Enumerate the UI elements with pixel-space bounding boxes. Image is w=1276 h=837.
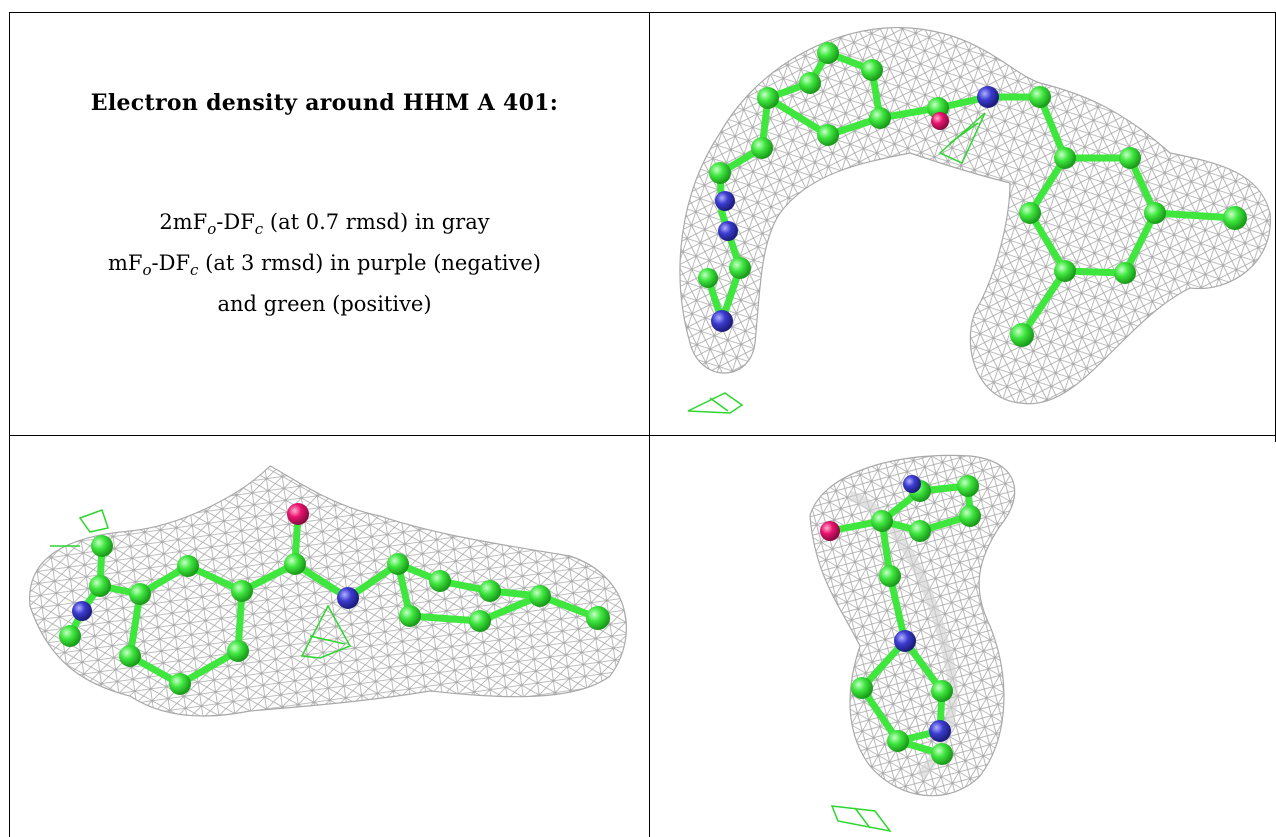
- atoms: [698, 42, 1247, 347]
- legend-purple-desc: (at 3 rmsd) in purple (negative): [198, 251, 541, 276]
- view-top-right: [650, 13, 1275, 435]
- view-bottom-right: [650, 436, 1275, 837]
- positive-density: [50, 509, 352, 659]
- top-border: [9, 12, 1276, 13]
- atoms: [59, 503, 610, 695]
- positive-density: [687, 112, 986, 414]
- view-bottom-left: [10, 436, 649, 837]
- density-mesh: [679, 26, 1271, 405]
- text-panel: Electron density around HHM A 401: 2mFo-…: [0, 0, 649, 435]
- legend-line-2fo: 2mFo-DFc (at 0.7 rmsd) in gray: [0, 205, 649, 246]
- molecule-view-3: [809, 454, 1016, 833]
- legend-line-green: and green (positive): [217, 292, 432, 317]
- positive-density: [830, 805, 892, 833]
- figure-title: Electron density around HHM A 401:: [90, 90, 559, 116]
- legend-gray-desc: (at 0.7 rmsd) in gray: [263, 210, 490, 234]
- left-border: [9, 12, 10, 837]
- legend-mf: mF: [108, 251, 143, 276]
- center-divider: [649, 12, 650, 837]
- atoms: [820, 475, 981, 765]
- density-legend: 2mFo-DFc (at 0.7 rmsd) in gray mFo-DFc (…: [0, 205, 649, 321]
- density-mesh: [29, 465, 627, 717]
- middle-divider: [9, 435, 1276, 436]
- legend-line-fo: mFo-DFc (at 3 rmsd) in purple (negative): [0, 246, 649, 287]
- density-mesh: [809, 454, 1016, 797]
- legend-sub-c: c: [254, 220, 264, 239]
- legend-2mf: 2mF: [159, 210, 208, 234]
- legend-df: -DF: [151, 251, 191, 276]
- legend-sub-o: o: [207, 220, 217, 239]
- legend-sub-o: o: [142, 261, 152, 280]
- molecule-view-2: [29, 465, 627, 717]
- legend-sub-c: c: [190, 261, 199, 280]
- legend-df: -DF: [216, 210, 255, 234]
- molecule-view-1: [679, 26, 1271, 414]
